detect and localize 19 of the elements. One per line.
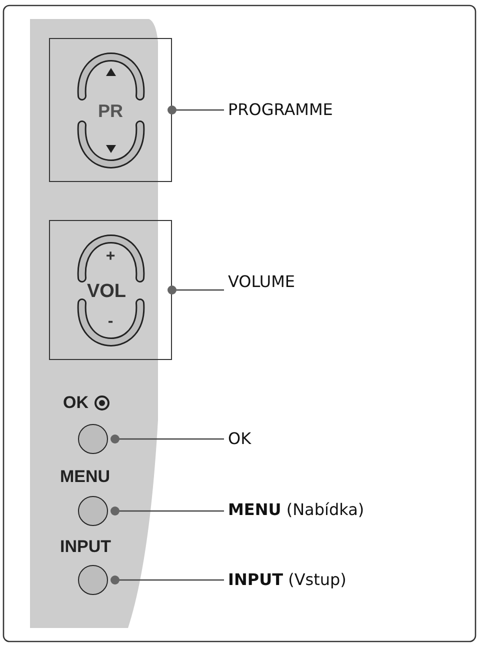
leader-line [110, 506, 224, 516]
key-label: VOL [86, 282, 128, 301]
key-panel [49, 38, 172, 182]
leader-line [110, 576, 224, 584]
callout-label: MENU (Nabídka) [228, 499, 364, 521]
key-symbol: - [106, 314, 114, 330]
callout-label: VOLUME [228, 271, 295, 293]
callout-label: INPUT (Vstup) [228, 569, 346, 591]
callout-label: OK [228, 428, 252, 450]
leader-line [168, 286, 224, 294]
key-label: PR [96, 102, 124, 120]
callout-label: PROGRAMME [228, 99, 333, 121]
key-symbol: + [104, 249, 116, 265]
button-label: INPUT [60, 537, 111, 557]
leader-line [110, 434, 224, 444]
button-label: MENU [60, 467, 110, 487]
leader-line [168, 106, 224, 114]
key-panel [49, 220, 172, 360]
button-label: OK [63, 393, 88, 413]
